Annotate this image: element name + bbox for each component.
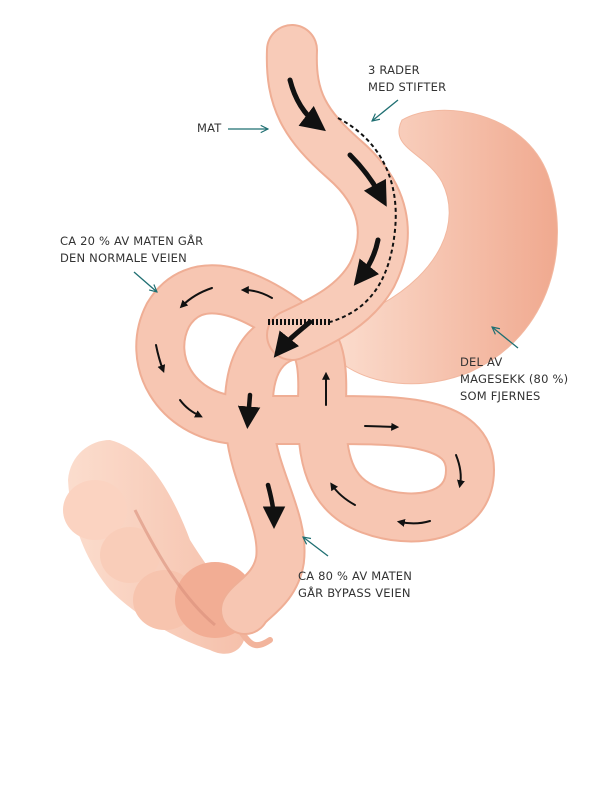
removed-stomach xyxy=(334,109,558,385)
label-removed-stomach: DEL AV MAGESEKK (80 %) SOM FJERNES xyxy=(460,354,568,405)
label-line: GÅR BYPASS VEIEN xyxy=(298,586,411,600)
label-line: MED STIFTER xyxy=(368,80,447,94)
staple-line xyxy=(329,117,397,323)
pointer-staples-arrow xyxy=(372,99,399,121)
label-normal-route: CA 20 % AV MATEN GÅR DEN NORMALE VEIEN xyxy=(60,233,203,267)
label-staples: 3 RADER MED STIFTER xyxy=(368,62,446,96)
label-food: MAT xyxy=(197,121,222,135)
label-line: 3 RADER xyxy=(368,63,420,77)
pointer-normal-arrow xyxy=(133,271,157,292)
pointer-bypass-arrow xyxy=(303,537,329,557)
label-line: DEN NORMALE VEIEN xyxy=(60,251,187,265)
colon xyxy=(63,440,273,654)
label-line: CA 20 % AV MATEN GÅR xyxy=(60,234,204,248)
label-line: SOM FJERNES xyxy=(460,389,541,403)
intestine xyxy=(135,24,495,635)
pointer-stomach-arrow xyxy=(492,327,519,349)
label-bypass-route: CA 80 % AV MATEN GÅR BYPASS VEIEN xyxy=(298,568,412,602)
flow-arrows xyxy=(155,77,465,529)
label-pointers xyxy=(133,99,519,557)
label-line: CA 80 % AV MATEN xyxy=(298,569,413,583)
label-line: DEL AV xyxy=(460,355,503,369)
label-line: MAGESEKK (80 %) xyxy=(460,372,569,386)
